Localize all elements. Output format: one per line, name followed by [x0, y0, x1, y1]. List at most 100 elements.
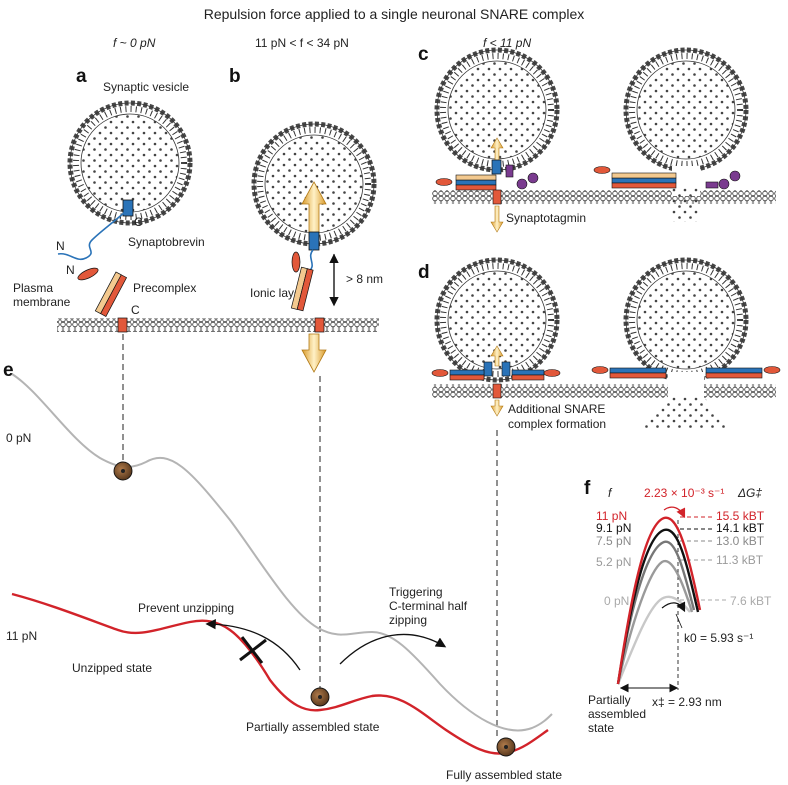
trigger-label-3: zipping — [389, 613, 427, 627]
panel-b-force: 11 pN < f < 34 pN — [255, 36, 349, 50]
prevent-unzipping-arrow — [205, 618, 301, 671]
f-force-row-4: 5.2 pN — [596, 555, 631, 569]
habc-domain-c — [435, 178, 453, 186]
c-terminal-pre: C — [131, 303, 140, 317]
panel-e-letter: e — [3, 360, 14, 381]
syb-tmd-d1 — [483, 361, 493, 377]
habc-domain-b — [291, 251, 301, 273]
f-force-row-1: 11 pN — [596, 509, 627, 523]
energy-landscape-11pN — [11, 592, 549, 755]
plasma-label-1: Plasma — [13, 281, 53, 295]
plasma-label-2: membrane — [13, 295, 71, 309]
f-energy-row-2: 14.1 kBT — [716, 521, 765, 535]
f-force-row-5: 0 pN — [604, 594, 629, 608]
state-ball-inner-3 — [504, 745, 508, 749]
precomplex-bundle — [94, 271, 128, 317]
habc-domain-d4 — [763, 366, 781, 374]
ionic-layer-label: Ionic layer — [250, 286, 305, 300]
panel-c-letter: c — [418, 44, 429, 65]
vesicle-c2 — [626, 50, 746, 170]
habc-domain-c2 — [593, 166, 611, 174]
snare-bundle-d2-right — [705, 367, 763, 379]
precomplex-label: Precomplex — [133, 281, 196, 295]
f-force-row-2: 9.1 pN — [596, 521, 631, 535]
habc-domain-d3 — [591, 366, 609, 374]
eleven-force-label: 11 pN — [6, 629, 37, 643]
n-terminal-syb: N — [56, 239, 65, 253]
synaptobrevin-label: Synaptobrevin — [128, 235, 205, 249]
f-state-label-3: state — [588, 721, 614, 735]
f-k0-arrow — [661, 601, 686, 613]
f-k0-leader — [675, 613, 683, 629]
small-arrow-d-up — [490, 345, 504, 367]
trigger-label-1: Triggering — [389, 585, 443, 599]
panel-f-letter: f — [584, 478, 591, 499]
synaptobrevin-tmd-b — [308, 231, 320, 251]
syt-c2b — [527, 172, 539, 184]
pulling-arrow-down — [301, 333, 327, 373]
energy-landscape-0pN — [11, 373, 553, 732]
f-force-row-3: 7.5 pN — [596, 534, 631, 548]
f-force-labels: 11 pN 9.1 pN 7.5 pN 5.2 pN 0 pN — [596, 509, 631, 608]
habc-domain-d2 — [543, 369, 561, 377]
f-energy-row-4: 11.3 kBT — [716, 553, 764, 567]
fusion-dots-c — [672, 186, 700, 222]
habc-domain-a — [77, 267, 99, 281]
f-energy-labels: 15.5 kBT 14.1 kBT 13.0 kBT 11.3 kBT 7.6 … — [716, 509, 772, 608]
trigger-label-2: C-terminal half — [389, 599, 468, 613]
f-state-label-2: assembled — [588, 707, 646, 721]
additional-snare-1: Additional SNARE — [508, 402, 605, 416]
state-ball-inner-1 — [121, 469, 125, 473]
tmd-a — [117, 317, 128, 333]
panel-d-letter: d — [418, 262, 430, 283]
snare-bundle-c2 — [611, 172, 677, 189]
unzipped-state-label: Unzipped state — [72, 661, 152, 675]
f-rate-arrow — [663, 506, 686, 519]
synaptobrevin-chain — [57, 211, 126, 261]
synaptobrevin-tmd-a — [122, 199, 134, 217]
plasma-membrane-c — [432, 190, 776, 204]
snare-bundle-d-right — [511, 369, 545, 381]
vesicle-label: Synaptic vesicle — [103, 80, 189, 94]
f-dg-header: ΔG‡ — [737, 486, 762, 500]
c-terminal-vesicle: C — [134, 215, 143, 229]
distance-label: > 8 nm — [346, 272, 383, 286]
habc-domain-d1 — [431, 369, 449, 377]
precomplex-b — [290, 266, 314, 312]
f-rate: 2.23 × 10⁻³ s⁻¹ — [644, 486, 724, 500]
f-energy-row-1: 15.5 kBT — [716, 509, 765, 523]
plasma-membrane-a — [57, 318, 379, 332]
additional-snare-2: complex formation — [508, 417, 606, 431]
tmd-c — [492, 189, 502, 205]
panel-a-letter: a — [76, 66, 87, 87]
f-energy-row-5: 7.6 kBT — [730, 594, 772, 608]
snare-bundle-d2-left — [609, 367, 667, 379]
block-cross-2 — [239, 638, 267, 662]
full-state-label: Fully assembled state — [446, 768, 562, 782]
panel-b-letter: b — [229, 66, 241, 87]
f-k0-label: k0 = 5.93 s⁻¹ — [684, 631, 753, 645]
tmd-b — [314, 317, 325, 333]
syt-c2a — [516, 178, 528, 190]
syt2-c2a — [718, 178, 730, 190]
fusion-pore-d — [640, 396, 732, 430]
syt-tmd — [505, 164, 514, 178]
syt2-c2b — [729, 170, 741, 182]
f-force-header: f — [608, 486, 613, 500]
panel-a-force: f ~ 0 pN — [113, 36, 156, 50]
f-energy-row-3: 13.0 kBT — [716, 534, 765, 548]
plasma-membrane-d — [432, 384, 776, 398]
figure-title: Repulsion force applied to a single neur… — [204, 6, 585, 22]
syb-tmd-c — [491, 159, 502, 175]
panel-c-force: f < 11 pN — [483, 36, 531, 50]
small-arrow-c-down — [490, 205, 504, 233]
n-terminal-pre: N — [66, 263, 75, 277]
snare-bundle-d-left — [449, 369, 485, 381]
zero-force-label: 0 pN — [6, 431, 31, 445]
synaptotagmin-label: Synaptotagmin — [506, 211, 586, 225]
state-ball-inner-2 — [318, 695, 322, 699]
vesicle-d2 — [626, 260, 746, 380]
tmd-d — [492, 383, 502, 399]
partial-state-label: Partially assembled state — [246, 720, 380, 734]
